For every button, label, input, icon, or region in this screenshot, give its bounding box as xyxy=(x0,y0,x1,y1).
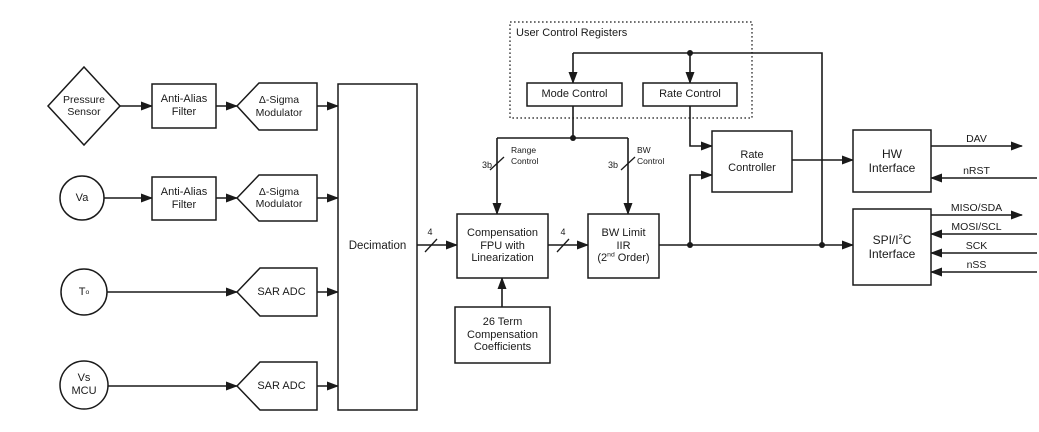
pin-sck-label: SCK xyxy=(965,239,988,252)
pin-dav-label: DAV xyxy=(966,132,987,145)
bw-limit-l3-sup: nd xyxy=(607,251,615,259)
pin-nrst-label: nRST xyxy=(963,164,990,177)
vs-mcu-source-shape xyxy=(59,360,109,410)
spi-post: C xyxy=(902,232,912,247)
delta-sigma-2-label: Δ-Sigma Modulator xyxy=(255,185,303,210)
bw-limit-l3-pre: (2 xyxy=(597,252,608,265)
wire-bus-to-controller xyxy=(689,170,713,245)
bw-limit-l3-post: Order) xyxy=(614,252,650,265)
user-control-registers-title: User Control Registers xyxy=(516,27,628,40)
bw-limit-iir-label: BW Limit IIR (2nd Order) xyxy=(588,214,659,278)
bus-width-dec-comp: 4 xyxy=(427,226,433,237)
pin-nss-label: nSS xyxy=(966,258,987,271)
temp-main-text: T xyxy=(78,286,86,299)
spi-sup: 2 xyxy=(898,231,903,241)
range-control-label: Range Control xyxy=(511,144,539,166)
mode-control-shape xyxy=(526,82,623,107)
mode-control-label: Mode Control xyxy=(541,88,608,101)
decimation-shape xyxy=(337,83,418,411)
spi-i2c-interface-label: SPI/I2C Interface xyxy=(853,209,931,285)
delta-sigma-1-label: Δ-Sigma Modulator xyxy=(255,94,303,119)
rate-controller-shape xyxy=(711,130,793,193)
spi-pre: SPI/I xyxy=(872,232,899,247)
bw-limit-line1: BW Limit xyxy=(601,226,646,239)
coefficients-shape xyxy=(454,306,551,364)
coefficients-label: 26 Term Compensation Coefficients xyxy=(467,315,538,354)
bw-limit-iir-shape xyxy=(587,213,660,279)
va-source-shape xyxy=(59,175,105,221)
hw-interface-label: HW Interface xyxy=(868,146,916,175)
pressure-sensor-shape xyxy=(46,65,122,147)
bus-slash-range xyxy=(489,156,505,171)
vs-mcu-source-label: Vs MCU xyxy=(71,372,97,397)
bus-slash-comp-bw xyxy=(556,238,570,253)
decimation-label: Decimation xyxy=(348,240,407,253)
bw-limit-line2: IIR xyxy=(616,239,631,252)
rate-controller-label: Rate Controller xyxy=(728,148,776,174)
rate-control-shape xyxy=(642,82,738,107)
spi-i2c-interface-shape xyxy=(852,208,932,286)
anti-alias-filter-1-shape xyxy=(151,83,217,129)
bus-slash-dec-comp xyxy=(424,238,438,253)
junction-dot xyxy=(819,242,825,248)
compensation-fpu-shape xyxy=(456,213,549,279)
sar-adc-1-label: SAR ADC xyxy=(257,285,306,298)
spi-line1: SPI/I2C xyxy=(873,233,912,247)
bw-bits-label: 3b xyxy=(607,159,618,170)
sar-adc-2-label: SAR ADC xyxy=(257,379,306,392)
sar-adc-1-shape xyxy=(235,267,318,317)
bus-slash-bw xyxy=(620,156,636,171)
junction-dot xyxy=(570,135,576,141)
bw-control-label: BW Control xyxy=(637,144,665,166)
temp-source-shape xyxy=(60,268,108,316)
junction-dot xyxy=(687,242,693,248)
anti-alias-filter-2-shape xyxy=(151,176,217,221)
pin-mosi-scl-label: MOSI/SCL xyxy=(951,220,1002,233)
junction-dot xyxy=(687,50,693,56)
sar-adc-2-shape xyxy=(235,361,318,411)
wire-register-feed xyxy=(573,52,823,245)
bus-width-comp-bw: 4 xyxy=(560,226,566,237)
range-bits-label: 3b xyxy=(481,159,492,170)
bw-limit-line3: (2nd Order) xyxy=(597,252,649,265)
spi-line2: Interface xyxy=(868,247,916,261)
va-source-label: Va xyxy=(75,191,89,204)
wire-rate-control-to-controller xyxy=(689,106,713,151)
compensation-fpu-label: Compensation FPU with Linearization xyxy=(467,226,538,265)
pressure-sensor-label: Pressure Sensor xyxy=(62,93,105,118)
delta-sigma-1-shape xyxy=(235,82,318,131)
anti-alias-filter-2-label: Anti-Alias Filter xyxy=(160,185,208,211)
delta-sigma-2-shape xyxy=(235,174,318,222)
anti-alias-filter-1-label: Anti-Alias Filter xyxy=(160,93,208,118)
hw-interface-shape xyxy=(852,129,932,193)
pin-miso-sda-label: MISO/SDA xyxy=(950,201,1003,214)
user-control-registers-box xyxy=(509,21,753,119)
rate-control-label: Rate Control xyxy=(659,88,721,101)
